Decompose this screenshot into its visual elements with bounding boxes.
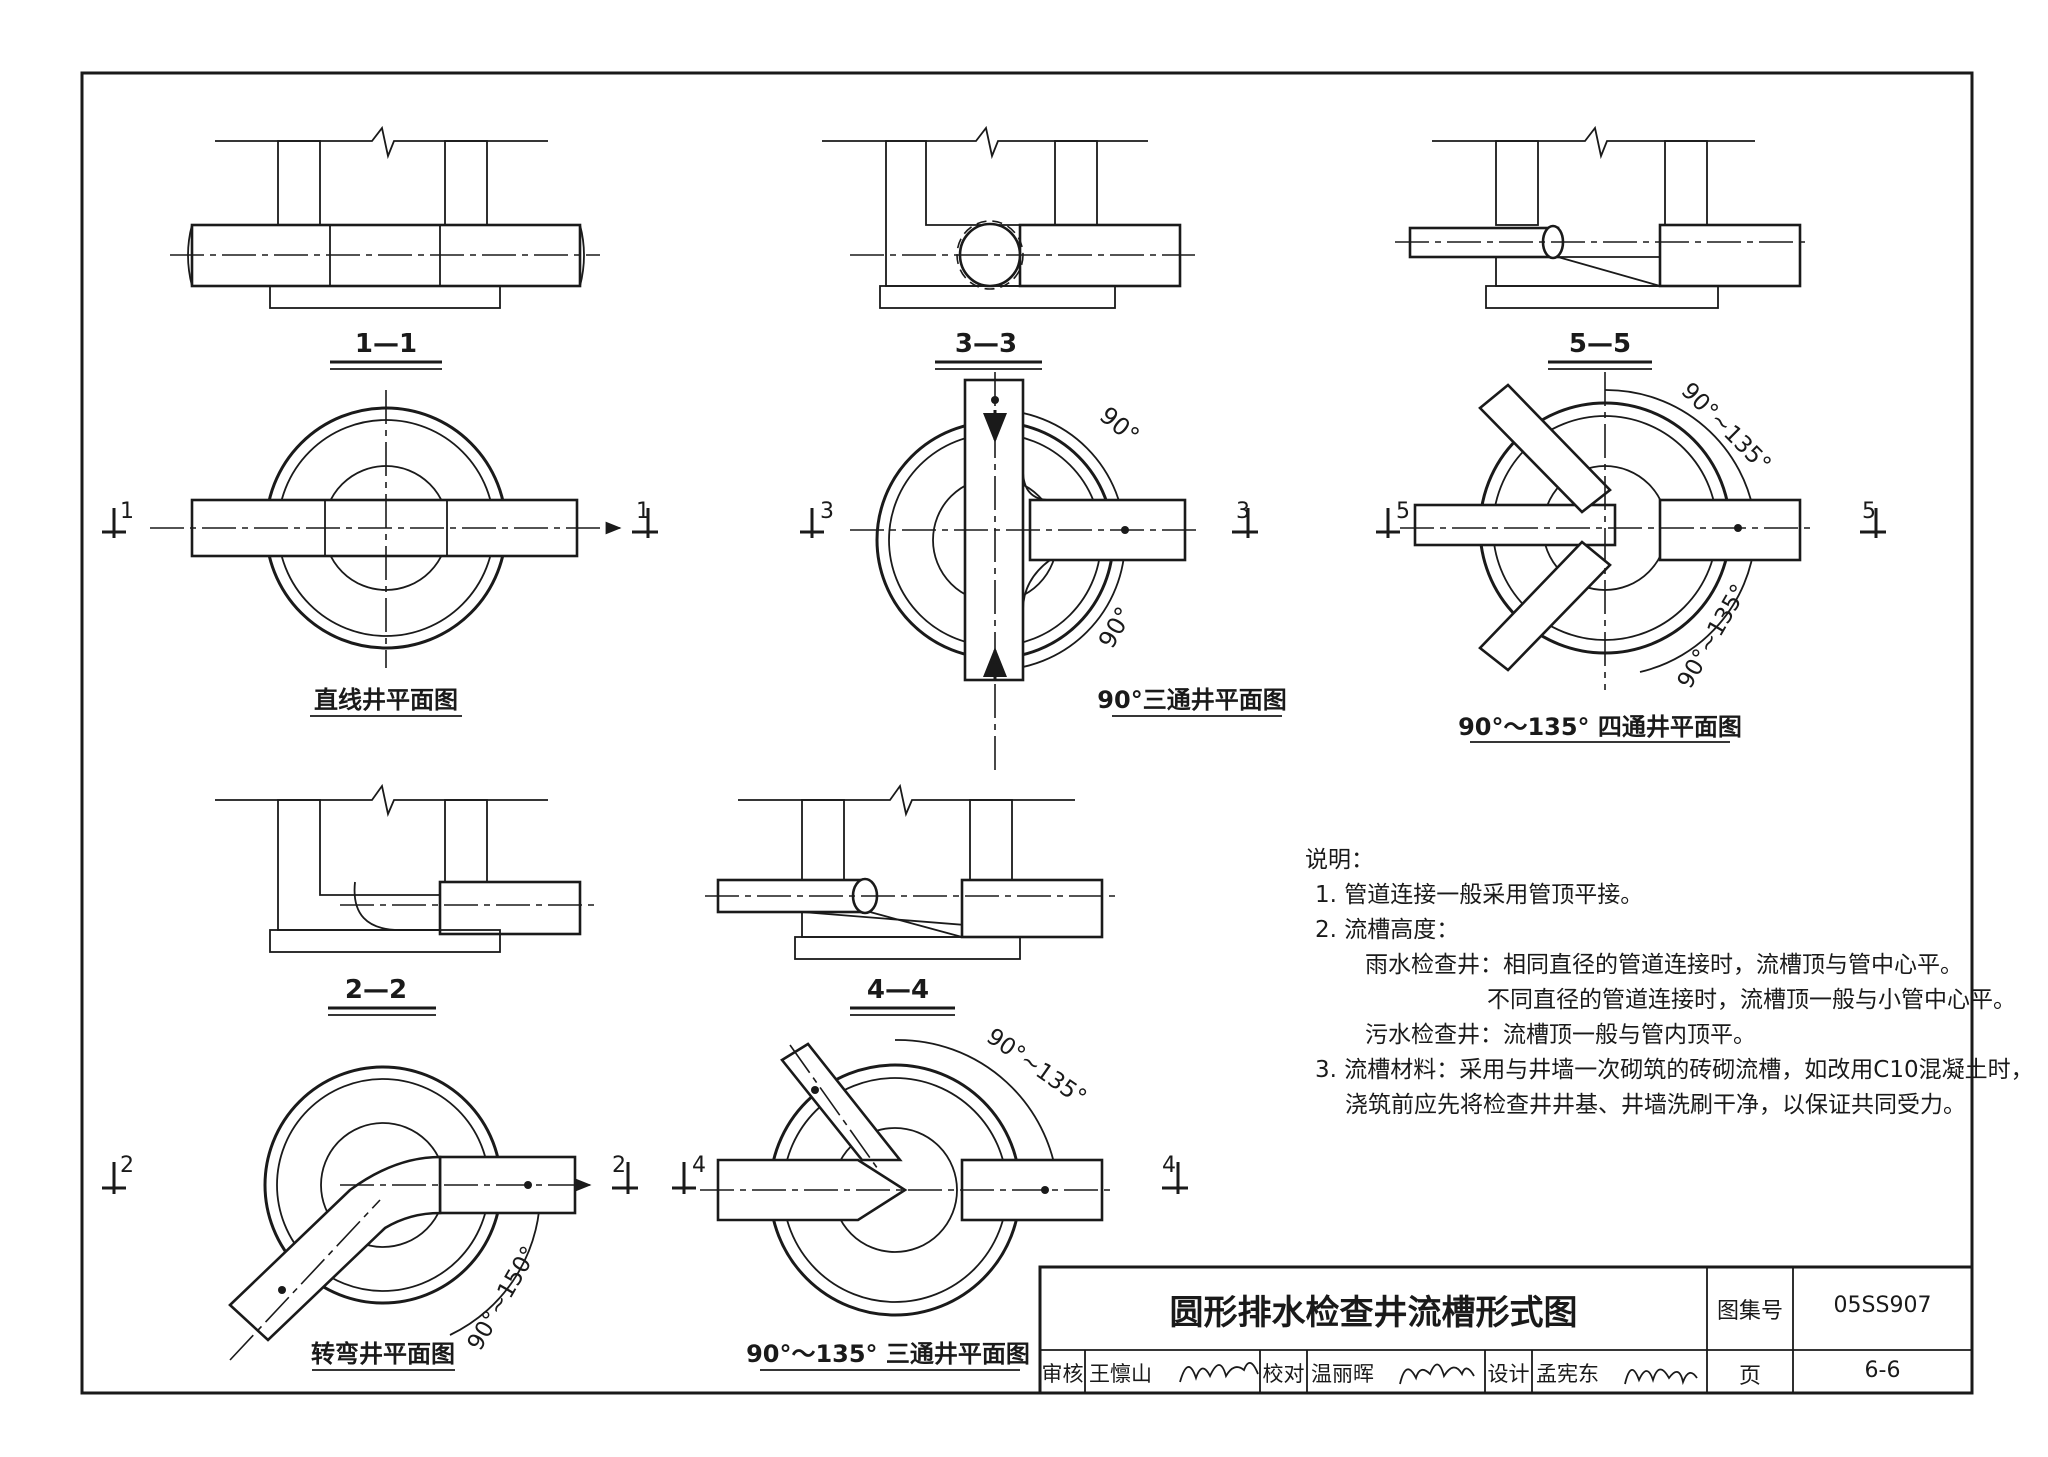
plan-title-cross: 90°～135° 四通井平面图 (1458, 713, 1742, 741)
cut-mark-1-left: 1 (120, 499, 134, 524)
section-label-3-3: 3—3 (955, 329, 1017, 359)
review-label: 审核 (1041, 1362, 1084, 1386)
cut-mark-5-right: 5 (1862, 499, 1876, 524)
plan-title-tee90: 90°三通井平面图 (1097, 686, 1286, 714)
cut-mark-4-left: 4 (692, 1153, 706, 1178)
angle-cross-bottom: 90°~135° (1673, 580, 1753, 693)
section-label-5-5: 5—5 (1569, 329, 1631, 359)
section-label-4-4: 4—4 (867, 975, 929, 1005)
note-2a: 雨水检查井：相同直径的管道连接时，流槽顶与管中心平。 (1365, 952, 1963, 978)
plan-title-tee135: 90°～135° 三通井平面图 (746, 1340, 1030, 1368)
section-5-5: 5—5 (1395, 125, 1810, 370)
sheet-border (80, 71, 1974, 1395)
cut-marks-row1: 1 1 3 3 5 5 (102, 499, 1886, 538)
notes-block: 说明： 1. 管道连接一般采用管顶平接。 2. 流槽高度： 雨水检查井：相同直径… (1305, 843, 2034, 1123)
drawing-title: 圆形排水检查井流槽形式图 (1169, 1293, 1578, 1333)
cut-mark-2-right: 2 (612, 1153, 626, 1178)
plan-title-straight: 直线井平面图 (314, 686, 458, 714)
cut-mark-3-right: 3 (1236, 499, 1250, 524)
plan-straight-well: 直线井平面图 (150, 390, 622, 717)
section-label-1-1: 1—1 (355, 329, 417, 359)
title-block (1038, 1265, 1974, 1395)
section-4-4: 4—4 (705, 783, 1115, 1016)
cut-mark-4-right: 4 (1162, 1153, 1176, 1178)
check-label: 校对 (1262, 1362, 1305, 1386)
note-3: 3. 流槽材料：采用与井墙一次砌筑的砖砌流槽，如改用C10混凝土时， (1315, 1057, 2034, 1083)
note-2c: 污水检查井：流槽顶一般与管内顶平。 (1365, 1022, 1756, 1048)
page-label: 页 (1738, 1364, 1761, 1389)
page-number: 6-6 (1864, 1358, 1901, 1383)
reviewer-name: 王懔山 (1089, 1362, 1152, 1386)
angle-tee-top: 90° (1094, 401, 1145, 450)
atlas-label: 图集号 (1716, 1299, 1783, 1324)
design-label: 设计 (1487, 1362, 1530, 1386)
angle-tee-bottom: 90° (1093, 602, 1139, 653)
note-3b: 浇筑前应先将检查井井基、井墙洗刷干净，以保证共同受力。 (1345, 1092, 1966, 1118)
section-1-1: 1—1 (170, 125, 600, 370)
note-2b: 不同直径的管道连接时，流槽顶一般与小管中心平。 (1487, 987, 2016, 1013)
note-2: 2. 流槽高度： (1315, 917, 1460, 943)
note-1: 1. 管道连接一般采用管顶平接。 (1315, 882, 1644, 908)
section-3-3: 3—3 (822, 125, 1195, 370)
designer-name: 孟宪东 (1536, 1362, 1599, 1386)
angle-tee135: 90°~135° (982, 1024, 1091, 1112)
signature-checker (1399, 1363, 1475, 1385)
angle-cross-top: 90°~135° (1676, 378, 1776, 478)
checker-name: 温丽晖 (1311, 1362, 1374, 1386)
atlas-number: 05SS907 (1833, 1293, 1932, 1318)
cut-mark-3-left: 3 (820, 499, 834, 524)
section-2-2: 2—2 (215, 783, 600, 1016)
cut-mark-5-left: 5 (1396, 499, 1410, 524)
notes-heading: 说明： (1305, 847, 1374, 873)
plan-bend-well: 90°~150° 转弯井平面图 (228, 1065, 592, 1371)
cut-marks-row2: 2 2 4 4 (102, 1153, 1188, 1194)
signature-reviewer (1179, 1362, 1259, 1383)
plan-tee-90: 90° 90° 90°三通井平面图 (850, 372, 1287, 770)
plan-title-bend: 转弯井平面图 (311, 1340, 455, 1368)
cut-mark-2-left: 2 (120, 1153, 134, 1178)
section-label-2-2: 2—2 (345, 975, 407, 1005)
plan-cross: 90°~135° 90°~135° 90°～135° 四通井平面图 (1400, 372, 1815, 743)
cut-mark-1-right: 1 (636, 499, 650, 524)
signature-designer (1624, 1368, 1698, 1386)
